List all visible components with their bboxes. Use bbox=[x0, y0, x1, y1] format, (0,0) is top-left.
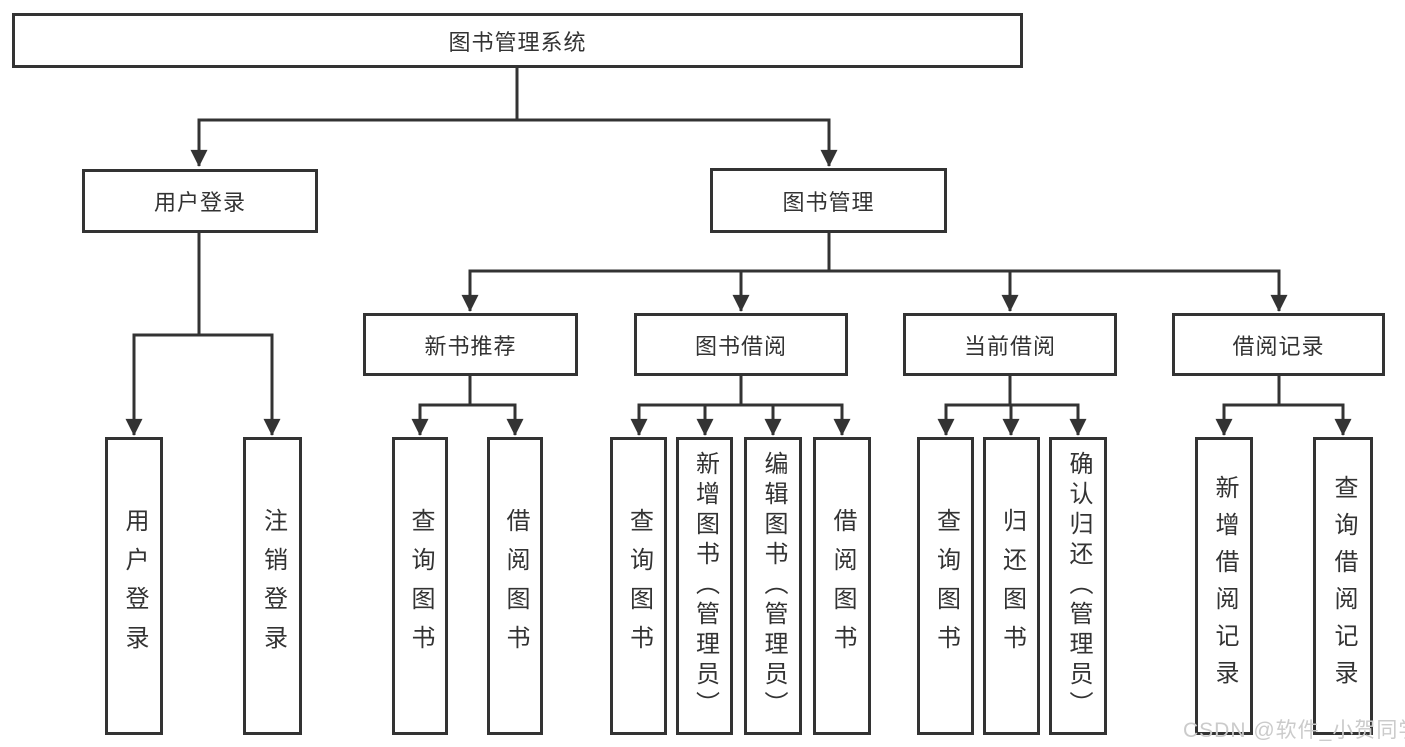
leaf-confirm-return-admin: 确认归还（管理员） bbox=[1049, 437, 1107, 735]
leaf-add-borrow-record-label: 新增借阅记录 bbox=[1211, 475, 1238, 697]
node-new-book-recommend: 新书推荐 bbox=[363, 313, 578, 376]
node-root: 图书管理系统 bbox=[12, 13, 1023, 68]
leaf-query-books-1-label: 查询图书 bbox=[407, 508, 434, 664]
leaf-user-login-label: 用户登录 bbox=[121, 508, 148, 664]
leaf-return-book-label: 归还图书 bbox=[998, 508, 1026, 664]
node-current-borrowing: 当前借阅 bbox=[903, 313, 1117, 376]
node-book-borrowing: 图书借阅 bbox=[634, 313, 848, 376]
leaf-query-borrow-record: 查询借阅记录 bbox=[1313, 437, 1373, 735]
leaf-edit-book-admin: 编辑图书（管理员） bbox=[744, 437, 802, 735]
leaf-query-books-3: 查询图书 bbox=[917, 437, 974, 735]
node-current-borrowing-label: 当前借阅 bbox=[963, 333, 1056, 359]
leaf-query-borrow-record-label: 查询借阅记录 bbox=[1330, 475, 1357, 697]
leaf-query-books-2: 查询图书 bbox=[610, 437, 667, 735]
leaf-user-login: 用户登录 bbox=[105, 437, 163, 735]
node-book-management: 图书管理 bbox=[710, 168, 947, 233]
leaf-logout-label: 注销登录 bbox=[259, 508, 287, 664]
node-borrowing-record-label: 借阅记录 bbox=[1232, 333, 1325, 359]
leaf-query-books-1: 查询图书 bbox=[392, 437, 448, 735]
leaf-edit-book-admin-label: 编辑图书（管理员） bbox=[760, 451, 787, 721]
leaf-borrow-books-2-label: 借阅图书 bbox=[829, 508, 856, 664]
node-root-label: 图书管理系统 bbox=[448, 29, 587, 55]
node-user-login: 用户登录 bbox=[82, 169, 318, 233]
csdn-watermark: CSDN @软件_小贺同学 bbox=[1183, 719, 1405, 742]
node-borrowing-record: 借阅记录 bbox=[1172, 313, 1385, 376]
leaf-logout: 注销登录 bbox=[243, 437, 302, 735]
leaf-query-books-3-label: 查询图书 bbox=[932, 508, 960, 664]
leaf-return-book: 归还图书 bbox=[983, 437, 1040, 735]
leaf-borrow-books-1-label: 借阅图书 bbox=[502, 508, 529, 664]
leaf-borrow-books-1: 借阅图书 bbox=[487, 437, 543, 735]
node-book-management-label: 图书管理 bbox=[782, 189, 875, 215]
leaf-borrow-books-2: 借阅图书 bbox=[813, 437, 871, 735]
leaf-confirm-return-admin-label: 确认归还（管理员） bbox=[1065, 451, 1092, 721]
node-user-login-label: 用户登录 bbox=[153, 190, 246, 215]
node-new-book-recommend-label: 新书推荐 bbox=[424, 333, 517, 359]
leaf-add-book-admin: 新增图书（管理员） bbox=[676, 437, 733, 735]
leaf-query-books-2-label: 查询图书 bbox=[625, 508, 653, 664]
leaf-add-borrow-record: 新增借阅记录 bbox=[1195, 437, 1253, 735]
node-book-borrowing-label: 图书借阅 bbox=[694, 333, 787, 359]
leaf-add-book-admin-label: 新增图书（管理员） bbox=[691, 451, 719, 721]
